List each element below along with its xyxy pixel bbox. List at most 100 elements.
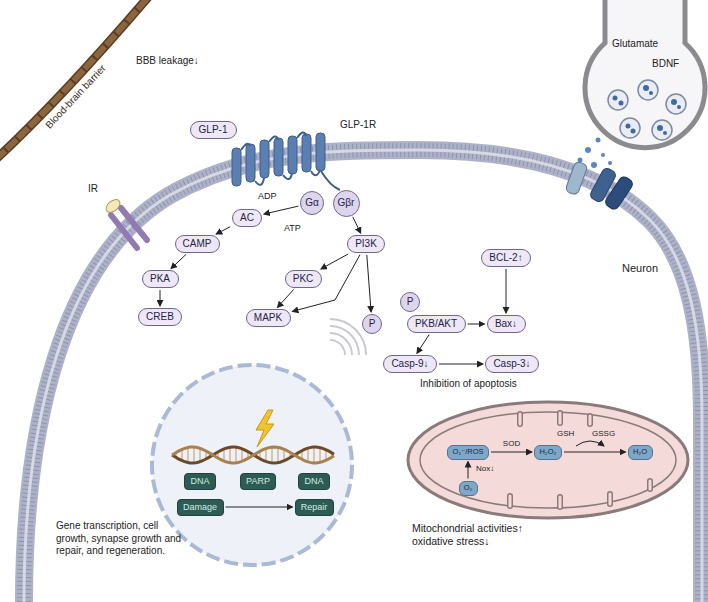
drawing-part <box>313 447 314 463</box>
drawing-part <box>559 413 562 423</box>
annotation-label: GSSG <box>592 429 615 439</box>
node-text: DNA <box>190 476 209 486</box>
drawing-part <box>638 80 658 100</box>
drawing-part <box>666 94 686 114</box>
drawing-part <box>671 99 677 105</box>
drawing-part <box>608 90 628 110</box>
signal-arrow <box>367 255 371 312</box>
protein-box: PKB/AKT <box>407 315 466 333</box>
signal-arrow <box>292 255 360 312</box>
drawing-part <box>507 496 513 506</box>
signal-arrow <box>353 217 361 233</box>
drawing-part <box>589 416 592 424</box>
node-text: Gβr <box>338 197 355 209</box>
node-text: GLP-1 <box>199 124 228 136</box>
node-text: PI3K <box>355 238 377 250</box>
node-text: H₂O₂ <box>539 448 556 457</box>
drawing-part <box>316 133 325 171</box>
drawing-part <box>330 319 366 355</box>
drawing-part <box>277 447 278 462</box>
drawing-part <box>274 138 283 176</box>
drawing-part <box>330 326 359 355</box>
protein-circle: P <box>400 292 420 312</box>
protein-circle: Gβr <box>333 190 360 217</box>
drawing-part <box>111 208 147 248</box>
drawing-part <box>246 144 255 182</box>
signal-arrow <box>226 507 293 508</box>
drawing-part <box>302 134 311 172</box>
node-text: Casp-3↓ <box>493 358 530 370</box>
protein-box: Casp-9↓ <box>383 355 437 373</box>
signal-arrow <box>277 290 293 308</box>
drawing-part <box>199 448 200 461</box>
drawing-part <box>232 133 325 186</box>
node-text: O₂⁻/ROS <box>452 448 483 457</box>
protein-box: DNA <box>184 473 216 490</box>
protein-box: AC <box>232 209 262 227</box>
drawing-part <box>152 365 352 565</box>
node-text: Bax↓ <box>495 318 517 330</box>
protein-circle: Gα <box>300 191 324 215</box>
drawing-part <box>510 413 650 507</box>
drawing-part <box>657 125 663 131</box>
protein-box: PI3K <box>347 235 385 253</box>
drawing-part <box>663 131 667 135</box>
drawing-part <box>229 447 230 462</box>
node-text: PARP <box>246 476 270 486</box>
drawing-part <box>510 413 650 507</box>
annotation-label: Inhibition of apoptosis <box>420 378 517 391</box>
drawing-part <box>643 85 649 91</box>
signal-arrow <box>564 452 626 453</box>
drawing-part <box>288 136 297 174</box>
drawing-part <box>104 197 123 215</box>
node-text: P <box>407 296 414 308</box>
drawing-part <box>608 80 686 140</box>
drawing-part <box>241 449 242 462</box>
annotation-label: Neuron <box>622 262 658 276</box>
drawing-part <box>601 153 605 157</box>
annotation-label: GLP-1R <box>340 119 376 132</box>
node-text: CAMP <box>183 238 212 250</box>
drawing-part <box>24 150 702 602</box>
annotation-label: ATP <box>284 223 301 234</box>
protein-box: PKC <box>285 270 322 288</box>
annotation-label: BBB leakage↓ <box>136 55 199 68</box>
drawing-part <box>172 447 334 463</box>
protein-box: PARP <box>240 473 276 490</box>
protein-box: Damage <box>177 499 224 516</box>
signal-arrow <box>160 290 161 306</box>
drawing-part <box>260 140 269 178</box>
annotation-label: Gene transcription, cell growth, synapse… <box>56 520 184 558</box>
node-text: Gα <box>305 197 319 209</box>
drawing-part <box>408 402 688 518</box>
drawing-part <box>0 0 150 160</box>
drawing-part <box>652 120 672 140</box>
signal-arrow <box>216 227 230 234</box>
drawing-part <box>587 416 593 424</box>
drawing-part <box>271 447 272 463</box>
drawing-part <box>330 319 366 355</box>
drawing-part <box>578 158 583 163</box>
signal-arrow <box>264 206 299 214</box>
signal-arrow <box>171 254 186 268</box>
molecule-box: O₂ <box>459 481 478 496</box>
molecule-box: O₂⁻/ROS <box>447 445 489 460</box>
drawing-part <box>420 412 676 508</box>
protein-box: DNA <box>298 473 330 490</box>
annotation-label: BDNF <box>652 58 679 71</box>
protein-box: BCL-2↑ <box>481 249 531 267</box>
node-text: P <box>369 318 376 330</box>
drawing-part <box>559 497 562 507</box>
drawing-part <box>121 208 147 240</box>
signal-arrow <box>506 269 507 313</box>
edge-label: SOD <box>503 439 520 449</box>
node-text: DNA <box>304 476 323 486</box>
drawing-part <box>172 447 334 463</box>
annotation-label: Nox↓ <box>476 464 494 474</box>
drawing-part <box>613 96 618 101</box>
drawing-part <box>0 0 150 160</box>
drawing-part <box>649 91 653 95</box>
annotation-label: Mitochondrial activities↑ oxidative stre… <box>412 522 552 548</box>
